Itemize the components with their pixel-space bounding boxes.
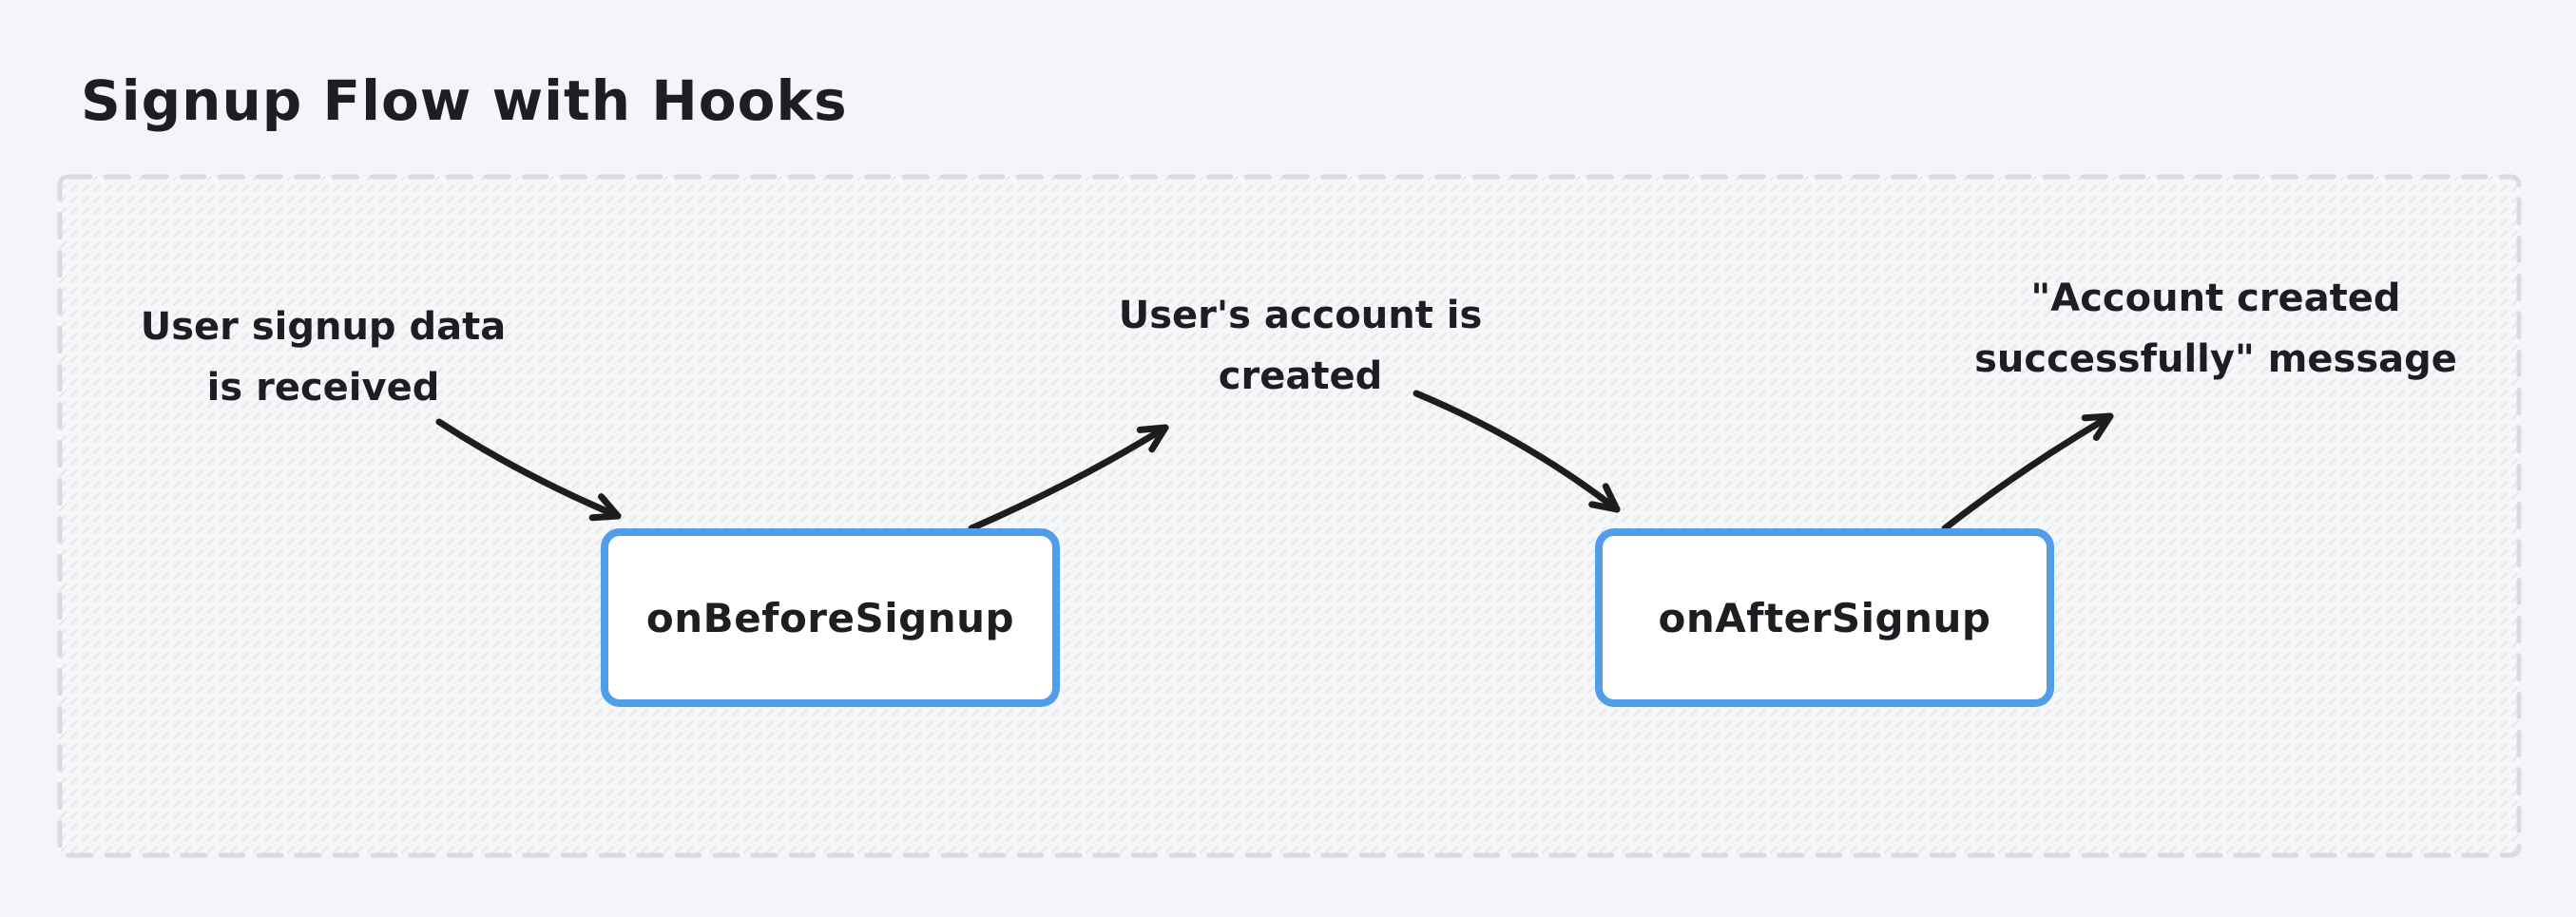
arrow-account-created-to-onAfterSignup (1413, 390, 1621, 513)
annotation-signup-data: User signup data is received (141, 296, 506, 418)
annotation-account-created: User's account is created (1119, 285, 1483, 407)
node-onAfterSignup[interactable]: onAfterSignup (1595, 528, 2054, 707)
annotation-success-message: "Account created successfully" message (1974, 268, 2457, 390)
annotation-line: is received (206, 366, 440, 410)
page-title: Signup Flow with Hooks (81, 68, 848, 133)
annotation-line: User's account is (1118, 294, 1483, 337)
flow-region-border (57, 174, 2522, 858)
arrow-onAfterSignup-to-success-message (1941, 412, 2114, 532)
annotation-line: successfully" message (1974, 337, 2457, 381)
node-onBeforeSignup[interactable]: onBeforeSignup (601, 528, 1060, 707)
annotation-line: "Account created (2030, 277, 2401, 320)
annotation-line: created (1218, 354, 1383, 398)
arrow-onBeforeSignup-to-account-created (968, 424, 1169, 532)
node-label: onBeforeSignup (645, 594, 1015, 641)
arrow-signup-data-to-onBeforeSignup (435, 418, 622, 522)
node-label: onAfterSignup (1658, 594, 1991, 641)
annotation-line: User signup data (140, 305, 507, 349)
